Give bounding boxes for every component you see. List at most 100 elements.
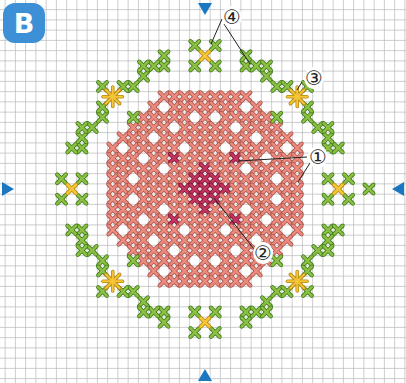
stitch-leg <box>283 133 292 142</box>
stitch-leg <box>180 256 189 265</box>
stitch-leg <box>67 226 76 235</box>
stitch-leg <box>108 174 117 183</box>
stitch-leg <box>242 246 251 255</box>
cross-stitch <box>129 246 138 255</box>
stitch-leg <box>160 174 169 183</box>
stitch-leg <box>211 62 220 71</box>
cross-stitch <box>272 246 281 255</box>
stitch-leg <box>262 297 271 306</box>
stitch-leg <box>160 277 169 286</box>
stitch-leg <box>252 185 261 194</box>
stitch-leg <box>180 154 189 163</box>
stitch-leg <box>221 246 230 255</box>
cross-stitch <box>149 174 158 183</box>
stitch-leg <box>221 185 230 194</box>
cross-stitch <box>139 256 148 265</box>
cross-stitch <box>201 113 210 122</box>
stitch-leg <box>324 236 333 245</box>
stitch-leg <box>272 256 281 265</box>
stitch-leg <box>190 195 199 204</box>
stitch-leg <box>129 185 138 194</box>
stitch-leg <box>303 256 312 265</box>
stitch-leg <box>211 246 220 255</box>
stitch-leg <box>57 195 66 204</box>
cross-stitch <box>221 123 230 132</box>
stitch-leg <box>160 174 169 183</box>
stitch-leg <box>180 246 189 255</box>
stitch-leg <box>221 154 230 163</box>
stitch-leg <box>231 174 240 183</box>
stitch-leg <box>211 215 220 224</box>
stitch-leg <box>108 226 117 235</box>
cross-stitch <box>272 256 281 265</box>
stitch-leg <box>149 246 158 255</box>
stitch-leg <box>67 185 76 194</box>
stitch-leg <box>201 174 210 183</box>
stitch-leg <box>78 226 87 235</box>
stitch-leg <box>211 164 220 173</box>
stitch-leg <box>170 113 179 122</box>
stitch-leg <box>201 92 210 101</box>
stitch-leg <box>78 246 87 255</box>
stitch-leg <box>262 133 271 142</box>
stitch-leg <box>180 174 189 183</box>
stitch-leg <box>211 92 220 101</box>
cross-stitch <box>180 113 189 122</box>
stitch-leg <box>262 195 271 204</box>
stitch-leg <box>221 103 230 112</box>
stitch-leg <box>160 185 169 194</box>
stitch-leg <box>129 154 138 163</box>
stitch-leg <box>272 205 281 214</box>
stitch-leg <box>190 41 199 50</box>
cross-stitch <box>242 215 251 224</box>
stitch-leg <box>283 195 292 204</box>
stitch-leg <box>324 174 333 183</box>
cross-stitch <box>211 41 220 50</box>
stitch-leg <box>242 174 251 183</box>
stitch-leg <box>221 174 230 183</box>
stitch-leg <box>324 133 333 142</box>
cross-stitch <box>129 144 138 153</box>
grid-line <box>0 19 406 20</box>
stitch-leg <box>221 154 230 163</box>
stitch-leg <box>252 123 261 132</box>
stitch-leg <box>252 267 261 276</box>
stitch-leg <box>149 205 158 214</box>
stitch-leg <box>221 164 230 173</box>
stitch-leg <box>272 133 281 142</box>
stitch-leg <box>201 164 210 173</box>
stitch-leg <box>180 195 189 204</box>
stitch-leg <box>293 185 302 194</box>
stitch-leg <box>149 113 158 122</box>
cross-stitch <box>221 236 230 245</box>
stitch-leg <box>201 256 210 265</box>
stitch-leg <box>211 308 220 317</box>
stitch-leg <box>262 226 271 235</box>
star-arm <box>290 90 304 104</box>
stitch-leg <box>119 185 128 194</box>
cross-stitch <box>149 195 158 204</box>
stitch-leg <box>313 123 322 132</box>
stitch-leg <box>283 164 292 173</box>
stitch-leg <box>160 154 169 163</box>
cross-stitch <box>211 308 220 317</box>
stitch-leg <box>262 185 271 194</box>
stitch-leg <box>149 185 158 194</box>
cross-stitch <box>252 195 261 204</box>
cross-stitch <box>272 236 281 245</box>
stitch-leg <box>272 113 281 122</box>
leader-line <box>214 198 254 249</box>
cross-stitch <box>149 62 158 71</box>
stitch-leg <box>160 62 169 71</box>
cross-stitch <box>160 51 169 60</box>
grid-line <box>404 0 405 383</box>
stitch-leg <box>252 144 261 153</box>
stitch-leg <box>272 287 281 296</box>
stitch-leg <box>201 113 210 122</box>
stitch-leg <box>67 185 76 194</box>
stitch-leg <box>324 174 333 183</box>
stitch-leg <box>272 82 281 91</box>
stitch-leg <box>129 215 138 224</box>
stitch-leg <box>108 215 117 224</box>
stitch-leg <box>231 205 240 214</box>
